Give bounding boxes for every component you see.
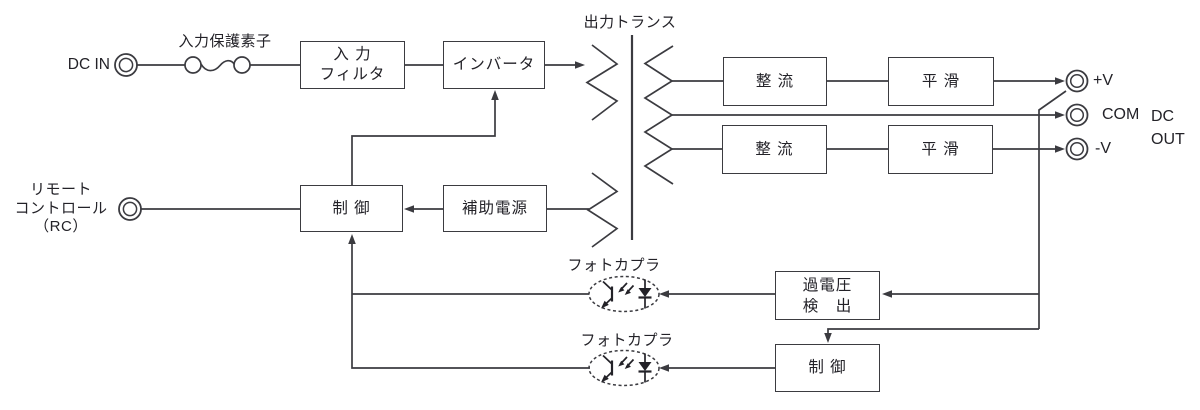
rectifier-bottom-label: 整 流: [755, 140, 794, 158]
com-terminal: [1065, 103, 1089, 127]
rectifier-top-block: 整 流: [723, 57, 827, 106]
remote-control-label: リモート コントロール （RC）: [2, 181, 120, 237]
aux-power-block: 補助電源: [443, 185, 547, 232]
control-main-label: 制 御: [332, 199, 371, 217]
arrow-into-inverter-bottom: [491, 90, 499, 100]
transformer-primary-winding-icon: [585, 44, 619, 121]
dc-out-label: DC OUT: [1151, 106, 1185, 151]
control-secondary-block: 制 御: [775, 344, 880, 392]
input-filter-block: 入 力 フィルタ: [300, 41, 405, 89]
ovp-detect-block: 過電圧 検 出: [775, 271, 880, 320]
rectifier-bottom-block: 整 流: [722, 125, 827, 174]
input-filter-label-line2: フィルタ: [319, 66, 386, 83]
inverter-block: インバータ: [443, 41, 545, 89]
input-protector-label: 入力保護素子: [178, 33, 272, 50]
fuse-icon: [184, 56, 251, 74]
smoothing-top-block: 平 滑: [888, 57, 994, 106]
arrow-into-minusv: [1055, 145, 1065, 153]
dc-in-label: DC IN: [67, 56, 110, 73]
arrow-into-transformer: [575, 61, 585, 69]
arrow-into-com: [1055, 111, 1065, 119]
wire-pc2-to-control: [351, 242, 590, 369]
minus-v-label: -V: [1095, 140, 1111, 157]
dc-out-label-line2: OUT: [1151, 130, 1185, 148]
arrow-into-pc2: [659, 364, 669, 372]
control-main-block: 制 御: [300, 185, 403, 232]
arrow-into-ovp-right: [882, 290, 892, 298]
wire-feedback-vertical: [1038, 90, 1067, 329]
ovp-label-line1: 過電圧: [802, 276, 853, 294]
remote-label-line2: コントロール: [14, 199, 108, 217]
plus-v-label: +V: [1093, 72, 1114, 89]
aux-power-label: 補助電源: [461, 199, 528, 217]
arrow-into-pc1: [659, 290, 669, 298]
output-transformer-label: 出力トランス: [583, 14, 677, 31]
remote-label-line3: （RC）: [34, 218, 88, 235]
photocoupler-top-label: フォトカプラ: [567, 257, 661, 274]
photocoupler-bottom-icon: [588, 349, 660, 387]
plus-v-terminal: [1065, 69, 1089, 93]
wire-control-to-inverter: [351, 98, 496, 185]
arrow-into-plusv: [1055, 77, 1065, 85]
arrow-into-control2-top: [824, 333, 832, 343]
minus-v-terminal: [1065, 137, 1089, 161]
wire-feedback-to-control2: [827, 328, 1039, 335]
rectifier-top-label: 整 流: [755, 72, 795, 90]
photocoupler-top-icon: [588, 275, 660, 313]
smoothing-bottom-block: 平 滑: [888, 125, 993, 174]
com-label: COM: [1102, 106, 1140, 123]
control-secondary-label: 制 御: [808, 359, 847, 376]
smoothing-top-label: 平 滑: [921, 72, 961, 90]
dc-in-terminal: [114, 53, 138, 77]
inverter-label: インバータ: [452, 56, 536, 73]
transformer-aux-winding-icon: [586, 172, 619, 248]
smoothing-bottom-label: 平 滑: [921, 140, 960, 158]
arrow-into-control-right: [404, 205, 414, 213]
ovp-label-line2: 検 出: [802, 297, 853, 315]
arrow-into-control-bottom: [348, 234, 356, 244]
transformer-secondary-winding-icon: [643, 45, 674, 185]
rc-terminal: [118, 197, 142, 221]
dc-out-label-line1: DC: [1151, 108, 1175, 125]
input-filter-label-line1: 入 力: [333, 46, 372, 63]
remote-label-line1: リモート: [29, 181, 92, 198]
photocoupler-bottom-label: フォトカプラ: [580, 332, 674, 349]
